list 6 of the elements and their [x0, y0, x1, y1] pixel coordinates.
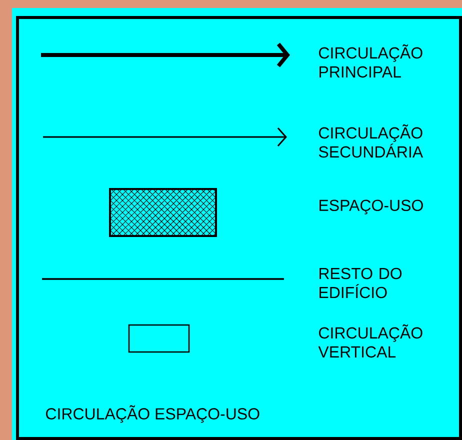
legend-label: CIRCULAÇÃO VERTICAL	[318, 324, 422, 358]
caption-text: CIRCULAÇÃO ESPAÇO-USO	[46, 405, 260, 423]
legend-label: RESTO DO EDIFÍCIO	[320, 268, 402, 298]
legend-label: CIRCULAÇÃO PRINCIPAL	[319, 44, 422, 78]
legend-label: ESPAÇO-USO	[320, 200, 423, 214]
legend-label: CIRCULAÇÃO SECUNDÁRIA	[318, 124, 424, 158]
